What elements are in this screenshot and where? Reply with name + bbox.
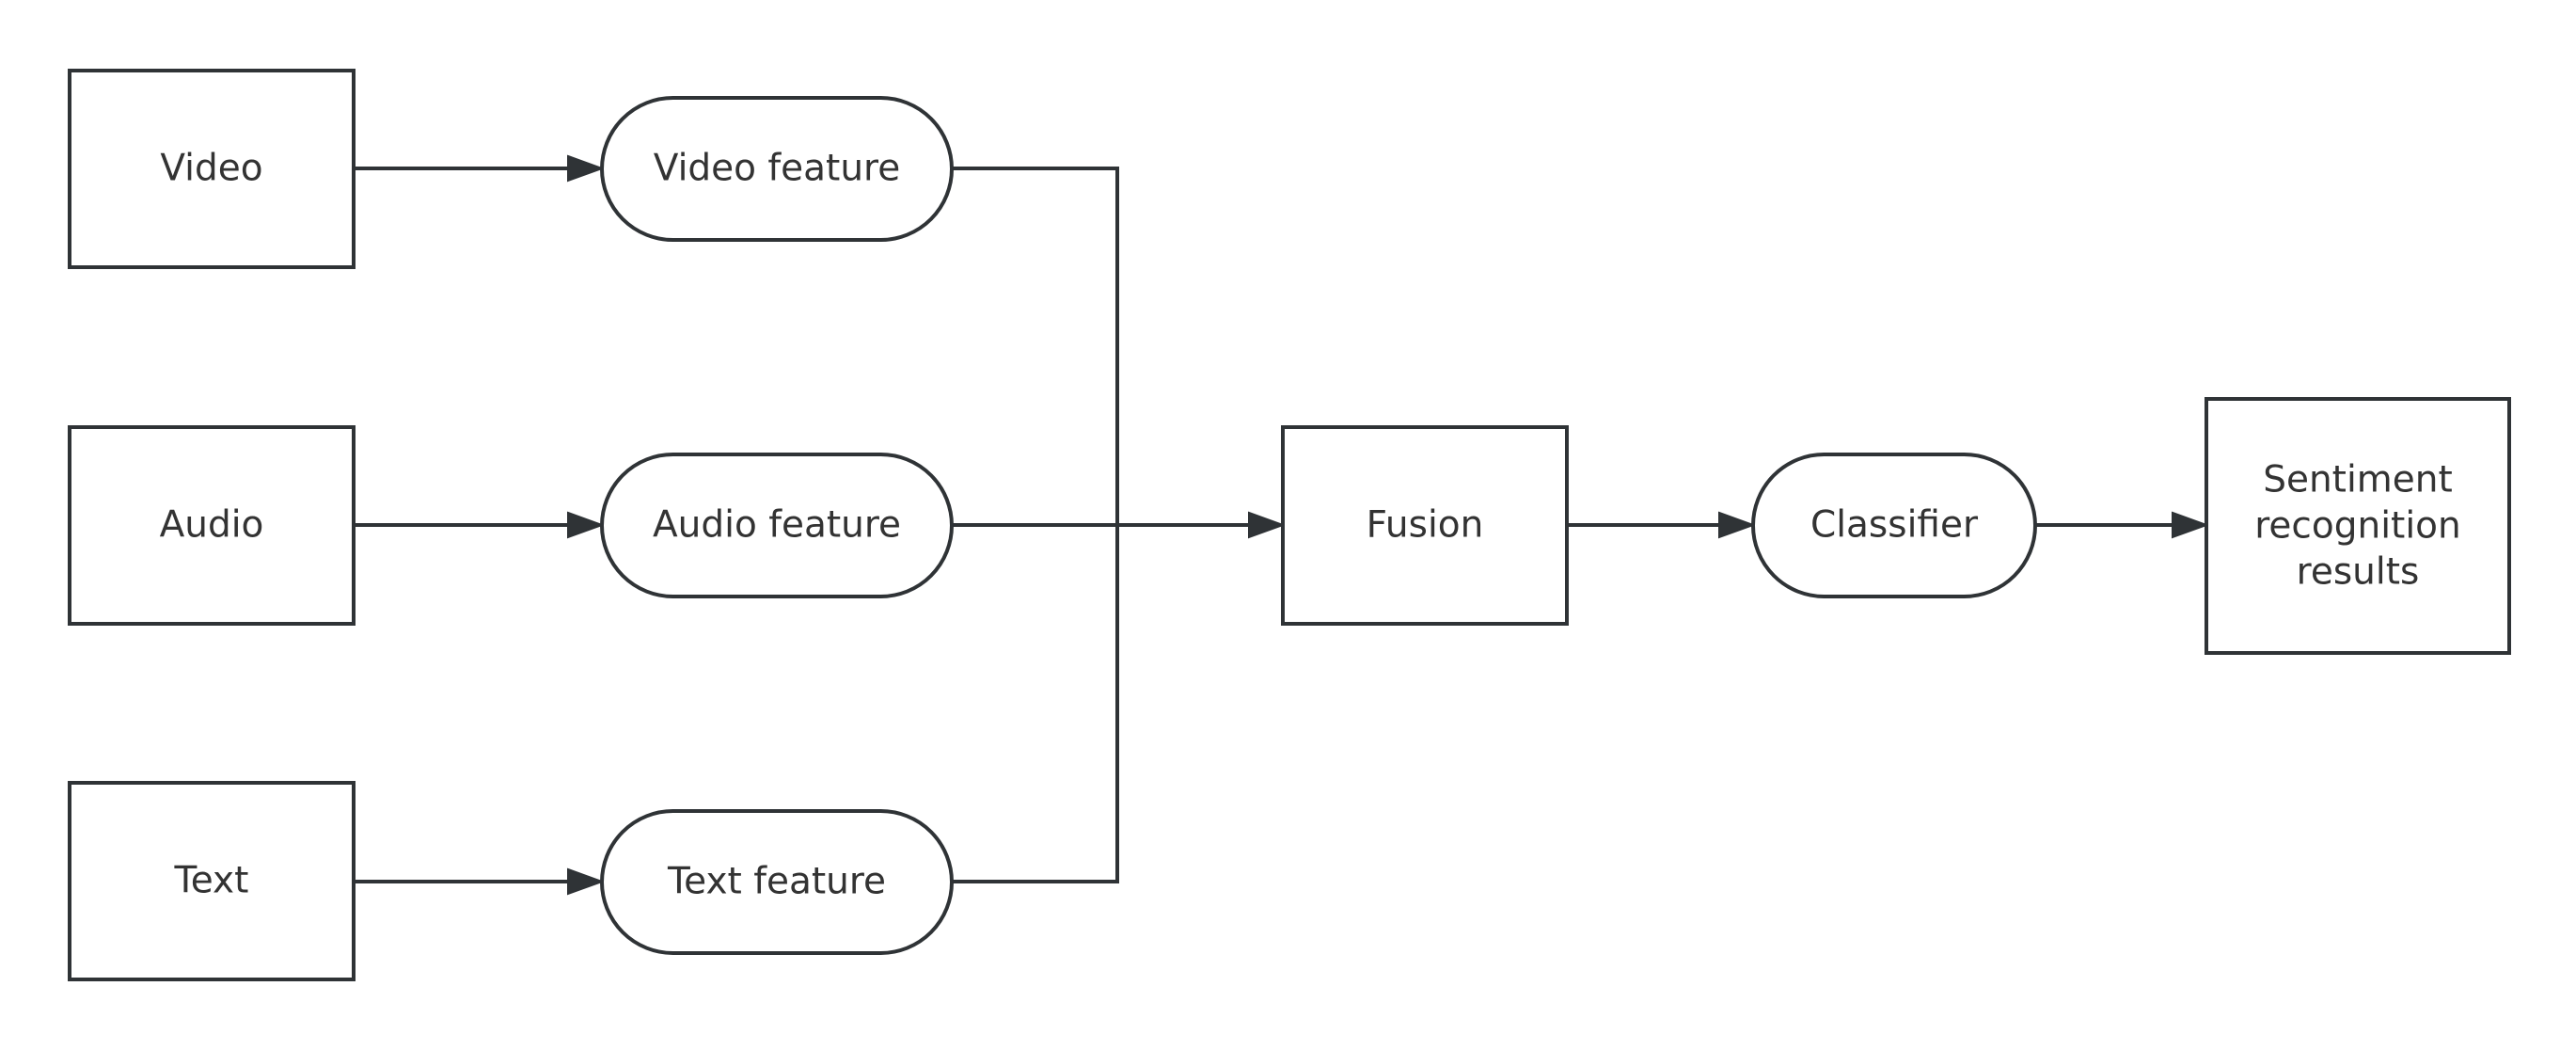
node-video-feature-box <box>600 96 954 242</box>
node-text-feature-box <box>600 809 954 955</box>
node-audio-feature-label: Audio feature <box>653 504 901 547</box>
arrowhead-fusion <box>1248 511 1286 539</box>
node-text-box <box>68 781 356 981</box>
node-video-box <box>68 69 356 269</box>
node-audio: Audio <box>68 425 356 626</box>
edges <box>354 154 2209 896</box>
node-result: Sentiment recognition results <box>2205 397 2511 655</box>
node-result-label-line-2: recognition <box>2254 505 2461 548</box>
edge-text-feature-to-fusion <box>952 525 1119 883</box>
node-text-feature-label: Text feature <box>667 861 886 903</box>
node-audio-box <box>68 425 356 626</box>
node-result-label-line-1: Sentiment <box>2263 459 2453 501</box>
arrowhead-audio-feature <box>567 511 605 539</box>
arrowhead-text-feature <box>567 867 605 896</box>
node-result-box <box>2205 397 2511 655</box>
node-classifier: Classifier <box>1751 453 2037 598</box>
node-classifier-box <box>1751 453 2037 598</box>
node-text-feature: Text feature <box>600 809 954 955</box>
node-video-feature: Video feature <box>600 96 954 242</box>
node-fusion-box <box>1281 425 1569 626</box>
node-classifier-label: Classifier <box>1810 504 1979 547</box>
node-video: Video <box>68 69 356 269</box>
node-audio-label: Audio <box>160 504 264 547</box>
arrowhead-classifier <box>1718 511 1756 539</box>
arrowhead-result <box>2172 511 2209 539</box>
arrowhead-video-feature <box>567 154 605 183</box>
node-video-feature-label: Video feature <box>654 148 900 190</box>
node-fusion-label: Fusion <box>1367 504 1484 547</box>
node-fusion: Fusion <box>1281 425 1569 626</box>
node-result-label-line-3: results <box>2297 551 2420 594</box>
edge-video-feature-to-fusion <box>952 167 1119 525</box>
node-audio-feature-box <box>600 453 954 598</box>
node-text: Text <box>68 781 356 981</box>
node-video-label: Video <box>160 148 262 190</box>
node-text-label: Text <box>174 860 249 902</box>
node-audio-feature: Audio feature <box>600 453 954 598</box>
